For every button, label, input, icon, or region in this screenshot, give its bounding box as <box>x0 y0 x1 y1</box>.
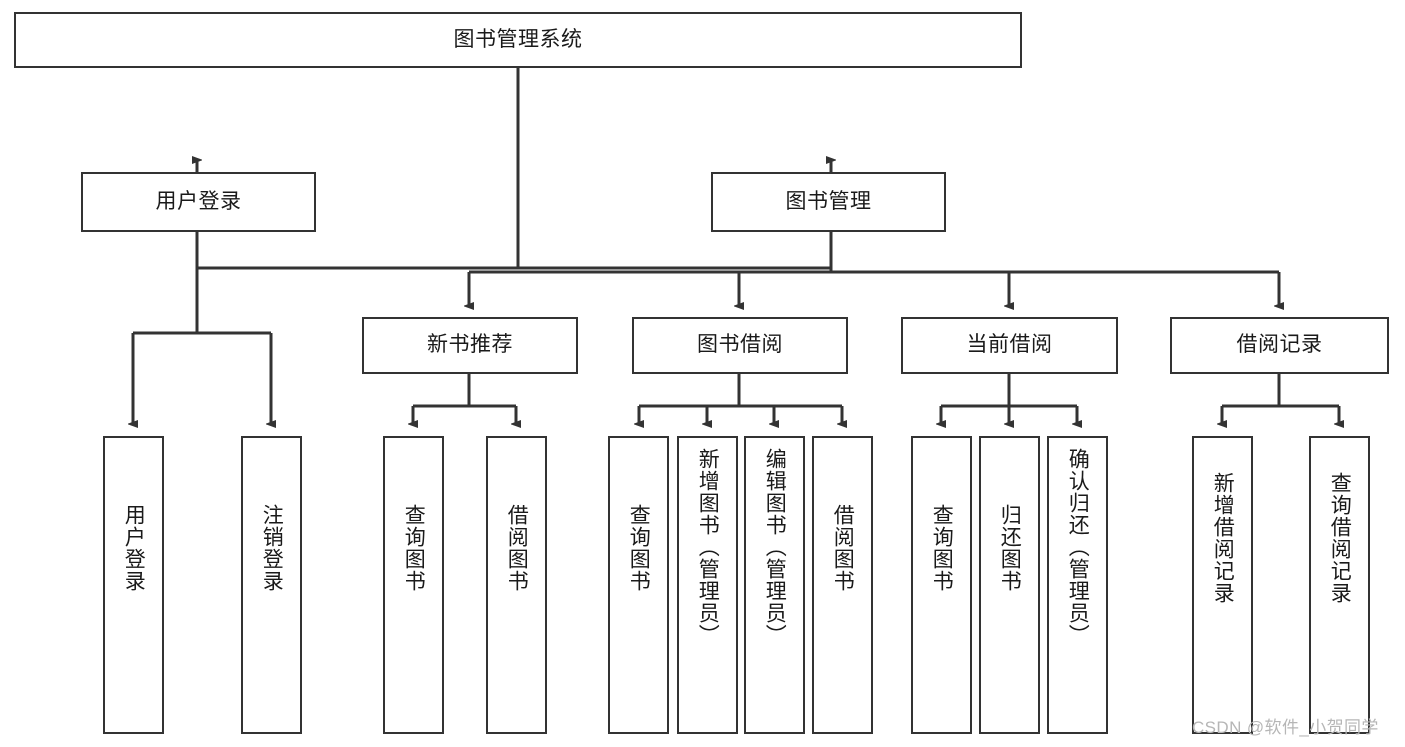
node-leaf-confirm-return-label: 确认归还（管理员） <box>1066 448 1090 646</box>
node-leaf-add-record[interactable]: 新增借阅记录 <box>1192 436 1253 734</box>
node-leaf-return-book[interactable]: 归还图书 <box>979 436 1040 734</box>
node-leaf-query-book-3[interactable]: 查询图书 <box>911 436 972 734</box>
node-leaf-query-book-2-label: 查询图书 <box>627 504 651 592</box>
node-user-login-label: 用户登录 <box>155 189 242 213</box>
node-root[interactable]: 图书管理系统 <box>14 12 1022 68</box>
node-leaf-return-book-label: 归还图书 <box>998 504 1022 592</box>
node-borrow-record[interactable]: 借阅记录 <box>1170 317 1389 374</box>
node-leaf-query-book-3-label: 查询图书 <box>930 504 954 592</box>
node-leaf-add-book[interactable]: 新增图书（管理员） <box>677 436 738 734</box>
node-leaf-query-record-label: 查询借阅记录 <box>1328 472 1352 604</box>
node-current-borrow[interactable]: 当前借阅 <box>901 317 1118 374</box>
node-leaf-query-book-1[interactable]: 查询图书 <box>383 436 444 734</box>
node-leaf-add-book-label: 新增图书（管理员） <box>696 448 720 646</box>
node-leaf-add-record-label: 新增借阅记录 <box>1211 472 1235 604</box>
node-leaf-query-book-2[interactable]: 查询图书 <box>608 436 669 734</box>
node-leaf-borrow-book-1[interactable]: 借阅图书 <box>486 436 547 734</box>
node-leaf-user-login[interactable]: 用户登录 <box>103 436 164 734</box>
node-leaf-query-record[interactable]: 查询借阅记录 <box>1309 436 1370 734</box>
node-user-login[interactable]: 用户登录 <box>81 172 316 232</box>
node-current-borrow-label: 当前借阅 <box>966 333 1053 357</box>
node-leaf-user-login-label: 用户登录 <box>122 504 146 592</box>
watermark: CSDN @软件_小贺同学 <box>1192 718 1379 737</box>
node-leaf-logout-login-label: 注销登录 <box>260 504 284 592</box>
node-leaf-edit-book[interactable]: 编辑图书（管理员） <box>744 436 805 734</box>
node-book-borrow[interactable]: 图书借阅 <box>632 317 848 374</box>
node-borrow-record-label: 借阅记录 <box>1236 333 1323 357</box>
node-book-borrow-label: 图书借阅 <box>697 333 783 357</box>
node-book-management-label: 图书管理 <box>785 189 872 213</box>
node-new-book-recommend[interactable]: 新书推荐 <box>362 317 578 374</box>
node-leaf-borrow-book-2-label: 借阅图书 <box>831 504 855 592</box>
node-root-label: 图书管理系统 <box>453 27 583 51</box>
node-new-book-recommend-label: 新书推荐 <box>427 333 513 357</box>
node-leaf-query-book-1-label: 查询图书 <box>402 504 426 592</box>
node-leaf-borrow-book-1-label: 借阅图书 <box>505 504 529 592</box>
node-leaf-edit-book-label: 编辑图书（管理员） <box>763 448 787 646</box>
node-book-management[interactable]: 图书管理 <box>711 172 946 232</box>
node-leaf-logout-login[interactable]: 注销登录 <box>241 436 302 734</box>
node-leaf-borrow-book-2[interactable]: 借阅图书 <box>812 436 873 734</box>
node-leaf-confirm-return[interactable]: 确认归还（管理员） <box>1047 436 1108 734</box>
